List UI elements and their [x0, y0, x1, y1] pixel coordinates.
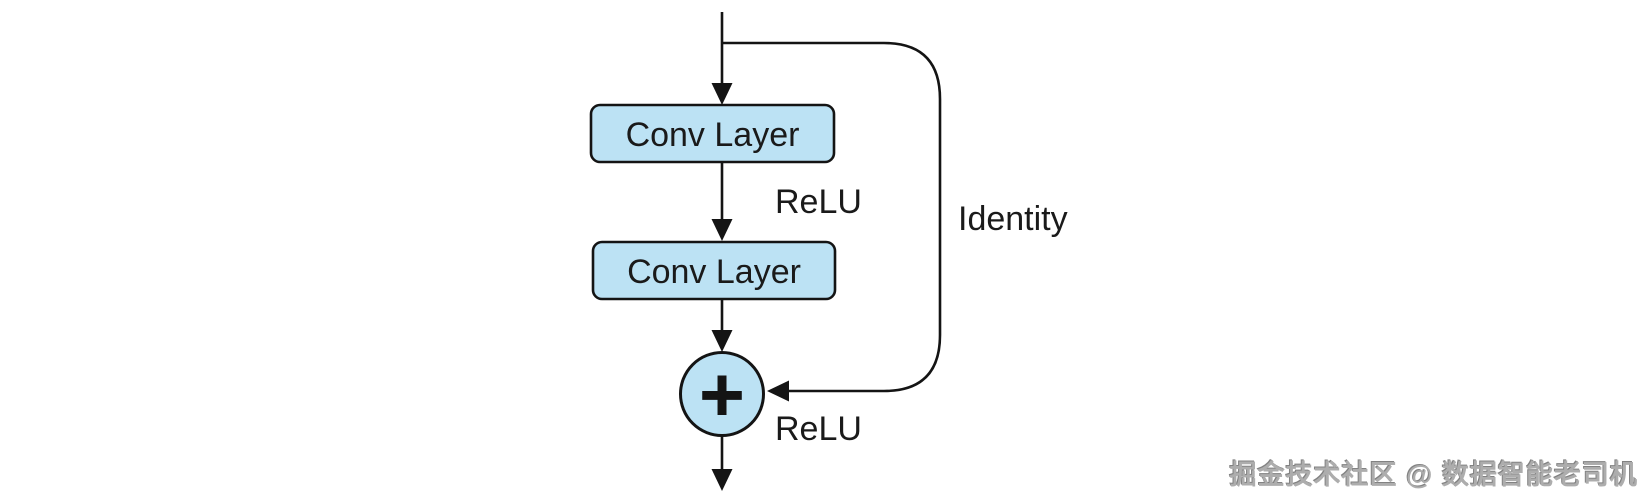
- conv-layer-1-label: Conv Layer: [626, 116, 800, 154]
- conv-layer-1-box: [589, 103, 836, 164]
- conv-layer-2-box: [591, 240, 837, 301]
- relu-out-label: ReLU: [775, 410, 862, 448]
- watermark: 掘金技术社区 @ 数据智能老司机: [1229, 460, 1638, 490]
- output-arrow: [711, 436, 733, 491]
- conv1-to-conv2-arrow: [711, 162, 733, 241]
- conv-layer-1-node: Conv Layer: [589, 103, 836, 164]
- identity-skip-connection: [722, 41, 942, 402]
- plus-icon: +: [697, 359, 747, 429]
- input-arrow: [711, 12, 733, 105]
- relu-mid-label: ReLU: [775, 183, 862, 221]
- add-node-circle: [679, 351, 765, 437]
- conv-layer-2-node: Conv Layer: [591, 240, 837, 301]
- input-arrowhead-icon: [711, 83, 733, 105]
- conv1-to-conv2-arrowhead-icon: [711, 219, 733, 241]
- identity-label: Identity: [958, 200, 1068, 238]
- output-arrowhead-icon: [711, 469, 733, 491]
- conv-layer-2-label: Conv Layer: [627, 253, 801, 291]
- conv2-to-add-arrowhead-icon: [711, 330, 733, 352]
- add-node: +: [679, 351, 765, 437]
- conv2-to-add-arrow: [711, 299, 733, 352]
- skip-arrowhead-icon: [767, 380, 789, 402]
